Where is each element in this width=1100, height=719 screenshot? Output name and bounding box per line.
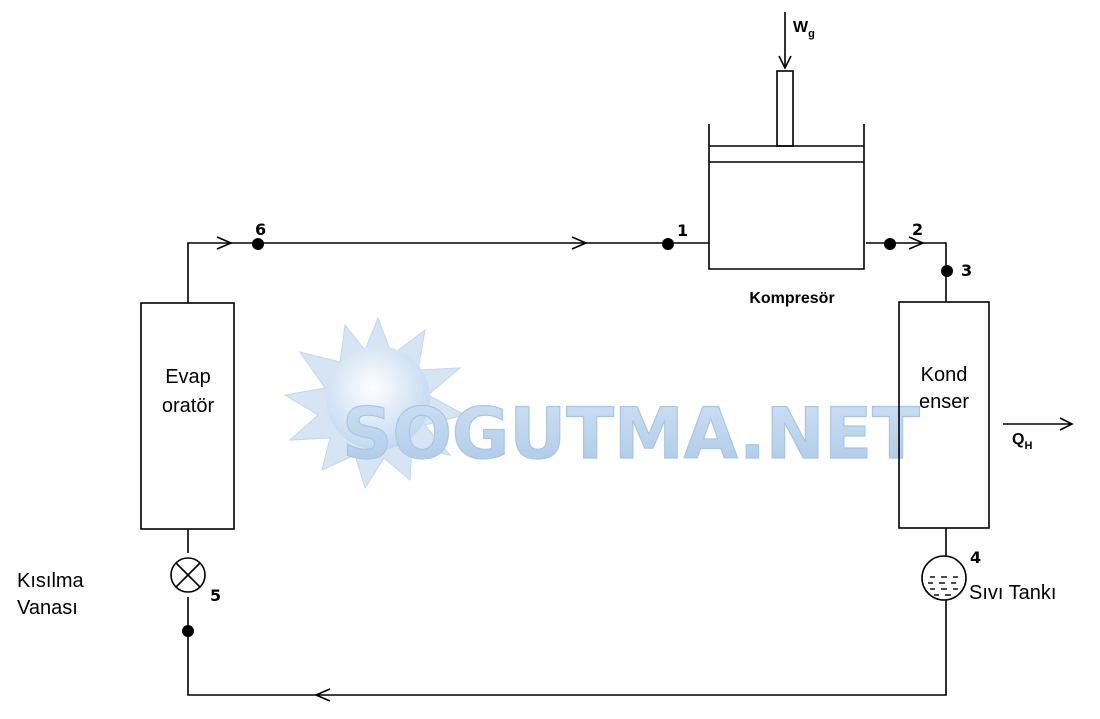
valve-circle [170, 557, 206, 593]
state-points: 6 1 2 3 4 5 [182, 220, 981, 637]
state-label-5: 5 [210, 586, 221, 605]
condenser-box [898, 301, 990, 529]
flow-arrows [216, 236, 926, 702]
state-label-1: 1 [677, 221, 688, 240]
evaporator: Evap oratör [140, 302, 235, 530]
evaporator-label-line1: Evap [165, 366, 211, 388]
condenser-label-line1: Kond [921, 364, 968, 386]
state-label-6: 6 [255, 220, 266, 239]
state-label-2: 2 [912, 220, 923, 239]
state-point-3 [941, 265, 953, 277]
heat-output: QH [1003, 417, 1074, 452]
throttle-label-line1: Kısılma [17, 570, 85, 592]
state-label-4: 4 [970, 548, 981, 567]
tank-label: Sıvı Tankı [969, 582, 1056, 604]
watermark-text: SOGUTMA.NET [342, 393, 920, 475]
watermark-logo: SOGUTMA.NET [283, 316, 921, 490]
throttle-label-line2: Vanası [17, 597, 78, 619]
flow-arrow-right-3 [908, 236, 926, 250]
state-label-3: 3 [961, 261, 972, 280]
flow-arrow-right-2 [571, 236, 589, 250]
state-point-6 [252, 238, 264, 250]
state-point-1 [662, 238, 674, 250]
condenser-label-line2: enser [919, 391, 969, 413]
valve-cross-2 [175, 562, 201, 588]
compressor-piston-rod [776, 70, 794, 147]
pipe-tank-to-valve [187, 597, 947, 696]
sun-icon [283, 316, 467, 490]
evaporator-label-line2: oratör [162, 395, 215, 417]
evaporator-box [140, 302, 235, 530]
tank-liquid-icon [928, 576, 958, 596]
compressor: Kompresör [708, 70, 865, 307]
pipe-evaporator-to-compressor [187, 242, 709, 303]
pipe-compressor-to-condenser [866, 242, 947, 302]
expansion-valve: Kısılma Vanası [17, 557, 206, 619]
liquid-tank: Sıvı Tankı [921, 555, 1056, 604]
state-point-5 [182, 625, 194, 637]
tank-circle [921, 555, 967, 601]
compressor-cylinder [708, 124, 865, 270]
work-label: Wg [793, 19, 815, 40]
work-arrow-head [778, 55, 792, 70]
flow-arrow-right-1 [216, 236, 234, 250]
state-point-2 [884, 238, 896, 250]
heat-arrow-head [1059, 417, 1074, 431]
condenser: Kond enser [898, 301, 990, 529]
work-input: Wg [778, 12, 815, 70]
flow-arrow-left [313, 688, 331, 702]
compressor-label: Kompresör [749, 290, 834, 307]
heat-label: QH [1012, 431, 1032, 452]
